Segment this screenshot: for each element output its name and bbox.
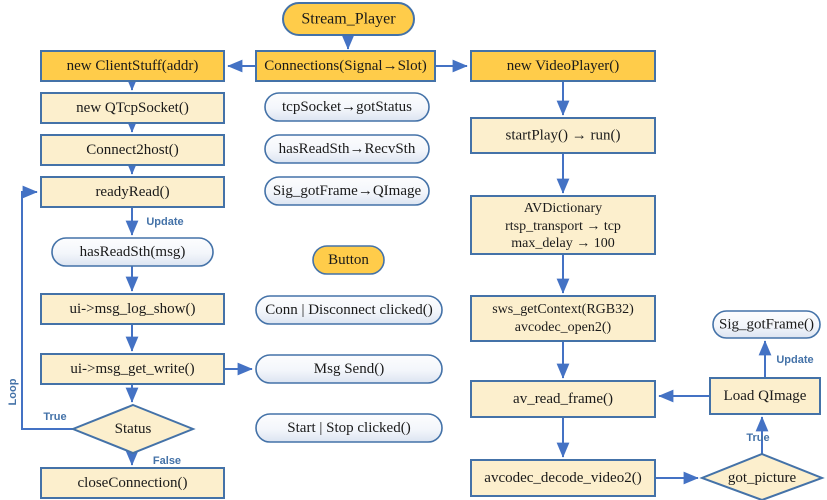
node-connections-label: Connections(Signal→Slot): [264, 58, 427, 74]
node-av-dictionary[interactable]: AVDictionary rtsp_transport → tcp max_de…: [470, 195, 656, 255]
node-av-dictionary-line-3: max_delay → 100: [511, 236, 614, 251]
node-stream-player-label: Stream_Player: [301, 11, 396, 28]
node-ready-read-label: readyRead(): [95, 184, 169, 200]
node-av-dictionary-line-1: AVDictionary: [524, 201, 602, 216]
edge-label-loop-left: Loop: [7, 378, 19, 405]
node-has-read-sth[interactable]: hasReadSth(msg): [51, 237, 214, 267]
node-close-connection-label: closeConnection(): [78, 475, 188, 491]
node-avcodec-decode-video2[interactable]: avcodec_decode_video2(): [470, 459, 656, 497]
node-msg-send[interactable]: Msg Send(): [255, 354, 443, 384]
node-msg-log-show[interactable]: ui->msg_log_show(): [40, 293, 225, 325]
node-msg-log-show-label: ui->msg_log_show(): [70, 301, 196, 317]
node-sig-qimage[interactable]: Sig_gotFrame→QImage: [264, 176, 430, 206]
edge-layer: [21, 34, 772, 485]
node-button-legend-label: Button: [328, 252, 369, 268]
node-close-connection[interactable]: closeConnection(): [40, 467, 225, 499]
node-client-stuff-label: new ClientStuff(addr): [67, 58, 199, 74]
node-sig-qimage-label: Sig_gotFrame→QImage: [273, 183, 422, 199]
node-start-play-label: startPlay() → run(): [506, 127, 621, 143]
node-status-decision[interactable]: Status: [70, 403, 196, 455]
node-av-dictionary-line-2: rtsp_transport → tcp: [505, 219, 621, 234]
node-start-stop-label: Start | Stop clicked(): [287, 420, 410, 436]
node-qtcp-socket-label: new QTcpSocket(): [76, 100, 189, 116]
node-start-stop[interactable]: Start | Stop clicked(): [255, 413, 443, 443]
node-sws-get-context-line-1: sws_getContext(RGB32): [492, 302, 634, 317]
node-sig-got-frame[interactable]: Sig_gotFrame(): [712, 310, 821, 339]
node-sws-get-context[interactable]: sws_getContext(RGB32) avcodec_open2(): [470, 295, 656, 342]
node-sws-get-context-line-2: avcodec_open2(): [515, 320, 612, 335]
node-button-legend[interactable]: Button: [312, 245, 385, 275]
node-status-decision-label: Status: [115, 421, 152, 437]
node-sig-got-status[interactable]: tcpSocket→gotStatus: [264, 92, 430, 122]
edge-label-true-right: True: [746, 432, 769, 444]
node-load-qimage[interactable]: Load QImage: [709, 377, 821, 415]
edge-label-true-left: True: [43, 411, 66, 423]
edge-label-update-left: Update: [146, 216, 183, 228]
node-start-play[interactable]: startPlay() → run(): [470, 117, 656, 154]
node-conn-disconnect-label: Conn | Disconnect clicked(): [265, 302, 433, 318]
node-video-player[interactable]: new VideoPlayer(): [470, 50, 656, 82]
edge-label-false-left: False: [153, 455, 181, 467]
node-av-read-frame-label: av_read_frame(): [513, 391, 613, 407]
node-sig-recv-sth-label: hasReadSth→RecvSth: [279, 141, 416, 157]
node-got-picture-decision-label: got_picture: [728, 470, 797, 486]
node-connections[interactable]: Connections(Signal→Slot): [255, 50, 436, 82]
node-got-picture-decision[interactable]: got_picture: [699, 452, 825, 500]
node-connect2host-label: Connect2host(): [86, 142, 178, 158]
node-qtcp-socket[interactable]: new QTcpSocket(): [40, 92, 225, 124]
node-msg-get-write-label: ui->msg_get_write(): [70, 361, 194, 377]
node-sig-recv-sth[interactable]: hasReadSth→RecvSth: [264, 134, 430, 164]
node-avcodec-decode-video2-label: avcodec_decode_video2(): [484, 470, 641, 486]
node-conn-disconnect[interactable]: Conn | Disconnect clicked(): [255, 295, 443, 325]
node-sig-got-status-label: tcpSocket→gotStatus: [282, 99, 412, 115]
node-ready-read[interactable]: readyRead(): [40, 176, 225, 208]
node-video-player-label: new VideoPlayer(): [507, 58, 620, 74]
node-stream-player[interactable]: Stream_Player: [282, 2, 415, 36]
edge-status-loop-readyread: [21, 185, 73, 430]
node-sig-got-frame-label: Sig_gotFrame(): [719, 316, 814, 332]
node-connect2host[interactable]: Connect2host(): [40, 134, 225, 166]
edge-label-update-right: Update: [776, 354, 813, 366]
node-msg-get-write[interactable]: ui->msg_get_write(): [40, 353, 225, 385]
node-has-read-sth-label: hasReadSth(msg): [80, 244, 186, 260]
node-load-qimage-label: Load QImage: [724, 388, 807, 404]
node-msg-send-label: Msg Send(): [314, 361, 384, 377]
node-client-stuff[interactable]: new ClientStuff(addr): [40, 50, 225, 82]
node-av-read-frame[interactable]: av_read_frame(): [470, 380, 656, 418]
